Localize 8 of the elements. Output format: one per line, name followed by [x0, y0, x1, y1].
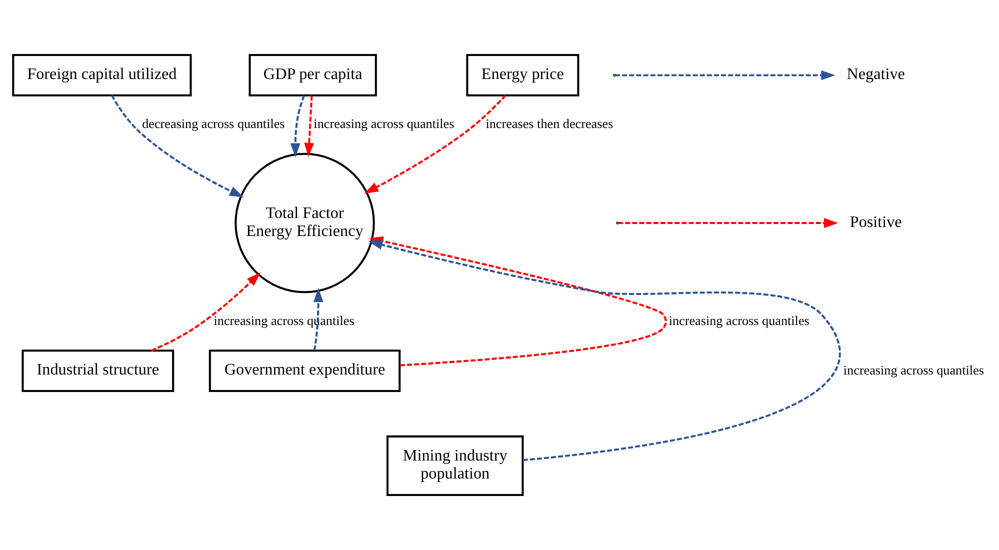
edge-label: increasing across quantiles: [213, 312, 354, 328]
edge-label: increases then decreases: [485, 116, 613, 132]
edge-label: increasing across quantiles: [668, 312, 809, 328]
legend-label: Negative: [846, 66, 904, 84]
edge-label: increasing across quantiles: [842, 362, 984, 378]
edge-label: decreasing across quantiles: [142, 116, 284, 132]
legend-label: Positive: [849, 214, 902, 231]
edge-label: increasing across quantiles: [313, 116, 454, 132]
